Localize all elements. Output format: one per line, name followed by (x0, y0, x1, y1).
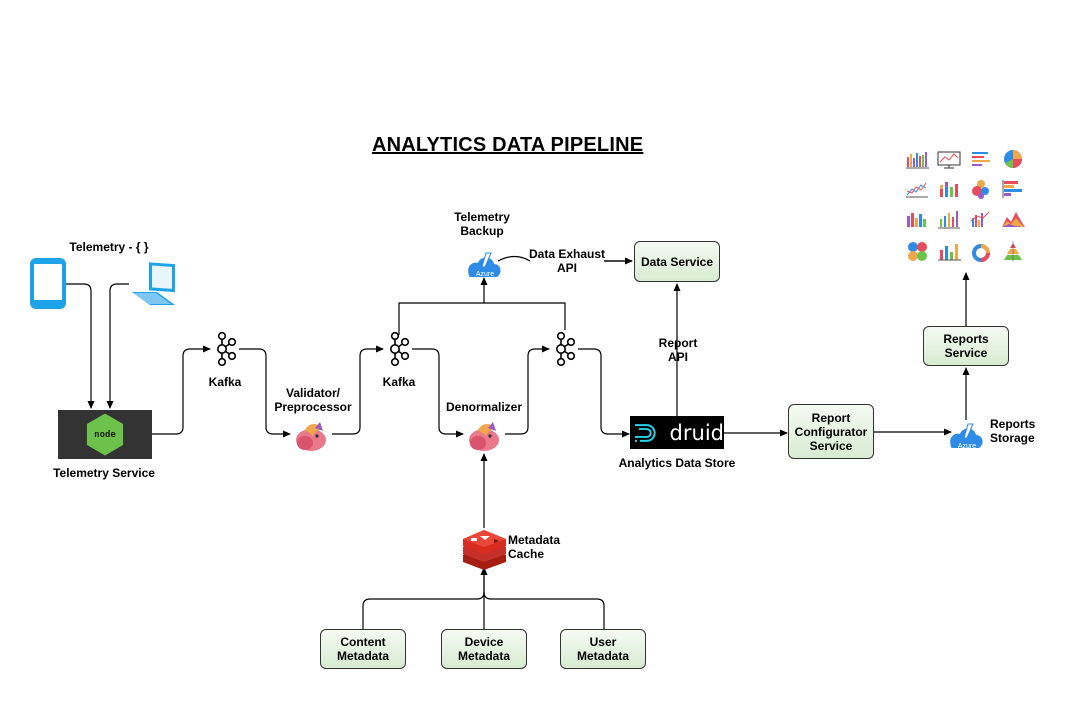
azure-storage-icon: Azure (949, 423, 984, 450)
device-metadata-box[interactable]: Device Metadata (441, 629, 527, 669)
chart-thumbnail-icon (972, 244, 990, 262)
kafka-label: Kafka (382, 375, 416, 389)
denormalizer-label: Denormalizer (445, 400, 523, 414)
nodejs-logo: node (58, 410, 152, 459)
edge-service-to-kafka1 (152, 345, 211, 435)
druid-logo: druid (630, 416, 724, 449)
edge-validator-to-kafka2 (332, 345, 384, 435)
kafka-icon (389, 331, 410, 367)
chart-thumbnail-icon (972, 180, 989, 199)
chart-thumbnail-icon (972, 152, 990, 166)
edge-phone-to-service (66, 283, 95, 409)
flink-icon (469, 422, 499, 451)
edge-kafka-branch (398, 302, 566, 335)
chart-thumbnail-icon (907, 213, 926, 227)
chart-thumbnail-icon (1002, 212, 1025, 227)
laptop-icon (132, 262, 175, 305)
report-api-label: Report API (658, 336, 698, 364)
kafka-icon (555, 331, 576, 367)
phone-icon (30, 258, 66, 309)
edge-kafka2-to-denormalizer (412, 348, 464, 438)
chart-thumbnail-icon (938, 244, 961, 261)
edge-denormalizer-to-kafka3 (505, 345, 550, 435)
kafka-icon (217, 331, 237, 367)
metadata-cache-label: Metadata Cache (508, 533, 561, 561)
chart-thumbnail-icon (1004, 150, 1022, 168)
content-metadata-box[interactable]: Content Metadata (320, 629, 406, 669)
report-configurator-box[interactable]: Report Configurator Service (788, 404, 874, 459)
node-label: node (94, 429, 116, 440)
telemetry-service-label: Telemetry Service (53, 466, 155, 480)
azure-label: Azure (476, 271, 494, 278)
edge-kafka1-to-validator (239, 348, 291, 438)
edge-user-to-cache (483, 591, 605, 629)
druid-mark-icon (634, 423, 656, 442)
chart-thumbnail-icon (908, 242, 927, 261)
edge-laptop-to-service (106, 283, 129, 409)
chart-thumbnail-icon (906, 152, 929, 169)
chart-thumbnail-icon (906, 182, 928, 198)
data-exhaust-api-label: Data Exhaust API (528, 247, 606, 275)
chart-thumbnail-icon (940, 182, 958, 197)
redis-icon (463, 530, 506, 570)
telemetry-backup-label: Telemetry Backup (454, 210, 510, 238)
analytics-data-store-label: Analytics Data Store (618, 456, 736, 470)
chart-thumbnail-icon (937, 151, 961, 169)
telemetry-input-label: Telemetry - { } (69, 240, 149, 254)
data-service-box[interactable]: Data Service (634, 241, 720, 282)
edge-content-to-cache (362, 567, 488, 629)
reports-storage-label: Reports Storage (990, 417, 1036, 445)
chart-thumbnail-icon (970, 211, 990, 227)
flink-icon (296, 422, 326, 451)
page-title: ANALYTICS DATA PIPELINE (372, 134, 644, 156)
azure-storage-icon: Azure (467, 252, 502, 278)
druid-wordmark: druid (669, 420, 724, 445)
chart-thumbnail-icon (1004, 241, 1022, 262)
validator-label: Validator/ Preprocessor (274, 386, 352, 414)
reports-chart-grid (906, 150, 1025, 262)
chart-thumbnail-icon (938, 211, 960, 229)
user-metadata-box[interactable]: User Metadata (560, 629, 646, 669)
edge-kafka3-to-druid (578, 348, 630, 438)
azure-label: Azure (958, 443, 976, 450)
kafka-label: Kafka (208, 375, 242, 389)
chart-thumbnail-icon (1002, 180, 1022, 198)
reports-service-box[interactable]: Reports Service (923, 326, 1009, 366)
